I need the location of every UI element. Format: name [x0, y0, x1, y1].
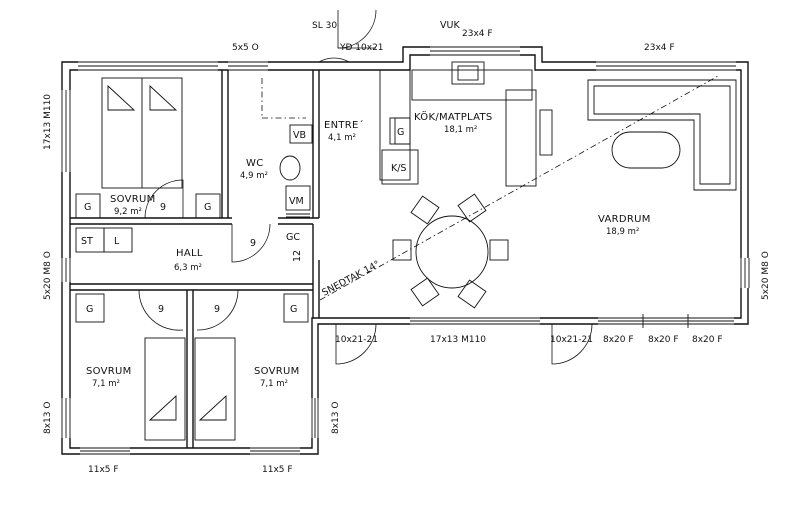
fixture-ks: K/S [391, 163, 406, 174]
windows [58, 43, 753, 458]
fixture-g3: G [397, 127, 404, 138]
dim-window-8x20-3: 8x20 F [692, 335, 723, 345]
door-width-12: 12 [292, 250, 303, 262]
beds [101, 77, 236, 441]
room-vardrum-name: VARDRUM [598, 214, 651, 225]
room-wc-area: 4,9 m² [240, 171, 268, 181]
door-width-9-d: 9 [214, 304, 220, 315]
dim-mid-8x13: 8x13 O [331, 402, 341, 434]
fixture-boxes [75, 117, 411, 323]
exterior-walls [61, 46, 749, 455]
dim-window-8x20-2: 8x20 F [648, 335, 679, 345]
door-width-9-a: 9 [160, 202, 166, 213]
dim-left-5x20: 5x20 M8 O [43, 251, 53, 300]
room-sovrum-top-area: 9,2 m² [114, 207, 142, 217]
dim-top-5x5: 5x5 O [232, 43, 259, 53]
room-sovrum-bl-area: 7,1 m² [92, 379, 120, 389]
room-sovrum-br-area: 7,1 m² [260, 379, 288, 389]
dim-door-10x21-a: 10x21-21 [335, 335, 378, 345]
dim-left-8x13: 8x13 O [43, 402, 53, 434]
wc-fixtures [261, 78, 313, 218]
dim-right-5x20: 5x20 M8 O [761, 251, 771, 300]
living-furniture [587, 79, 737, 191]
door-width-9-b: 9 [250, 238, 256, 249]
interior-walls [70, 70, 320, 448]
door-width-9-c: 9 [158, 304, 164, 315]
fixture-g2: G [204, 202, 211, 213]
snedtak-line [319, 75, 719, 301]
snedtak-label: SNEDTAK 14° [320, 259, 382, 299]
room-sovrum-top-name: SOVRUM [110, 194, 156, 205]
dim-bottom-11x5-1: 11x5 F [88, 465, 119, 475]
dim-sl30: SL 30 [312, 21, 337, 31]
dim-vuk-23x4: 23x4 F [462, 29, 493, 39]
dim-bottom-17x13: 17x13 M110 [430, 335, 486, 345]
fixture-g5: G [290, 304, 297, 315]
fixture-gc: GC [286, 232, 300, 243]
room-entre-name: ENTRE´ [324, 119, 364, 131]
dim-window-8x20-1: 8x20 F [603, 335, 634, 345]
room-entre-area: 4,1 m² [328, 133, 356, 143]
room-hall-name: HALL [176, 248, 203, 259]
room-hall-area: 6,3 m² [174, 263, 202, 273]
dim-left-17x13: 17x13 M110 [43, 94, 53, 150]
dim-yd: YD 10x21 [339, 43, 384, 53]
doors [138, 9, 593, 365]
room-sovrum-br-name: SOVRUM [254, 366, 300, 377]
room-kok-name: KÖK/MATPLATS [414, 110, 493, 123]
dim-door-10x21-b: 10x21-21 [550, 335, 593, 345]
dining-set [392, 193, 509, 309]
room-wc-name: WC [246, 158, 263, 169]
dim-bottom-11x5-2: 11x5 F [262, 465, 293, 475]
fixture-vuk: VUK [440, 20, 460, 31]
room-sovrum-bl-name: SOVRUM [86, 366, 132, 377]
room-vardrum-area: 18,9 m² [606, 227, 639, 237]
dim-top-23x4: 23x4 F [644, 43, 675, 53]
room-kok-area: 18,1 m² [444, 125, 477, 135]
fixture-vb: VB [293, 130, 306, 141]
fixture-vm: VM [289, 196, 304, 207]
fixture-l: L [114, 236, 120, 247]
fixture-st: ST [81, 236, 93, 247]
fixture-g4: G [86, 304, 93, 315]
fixture-g1: G [84, 202, 91, 213]
